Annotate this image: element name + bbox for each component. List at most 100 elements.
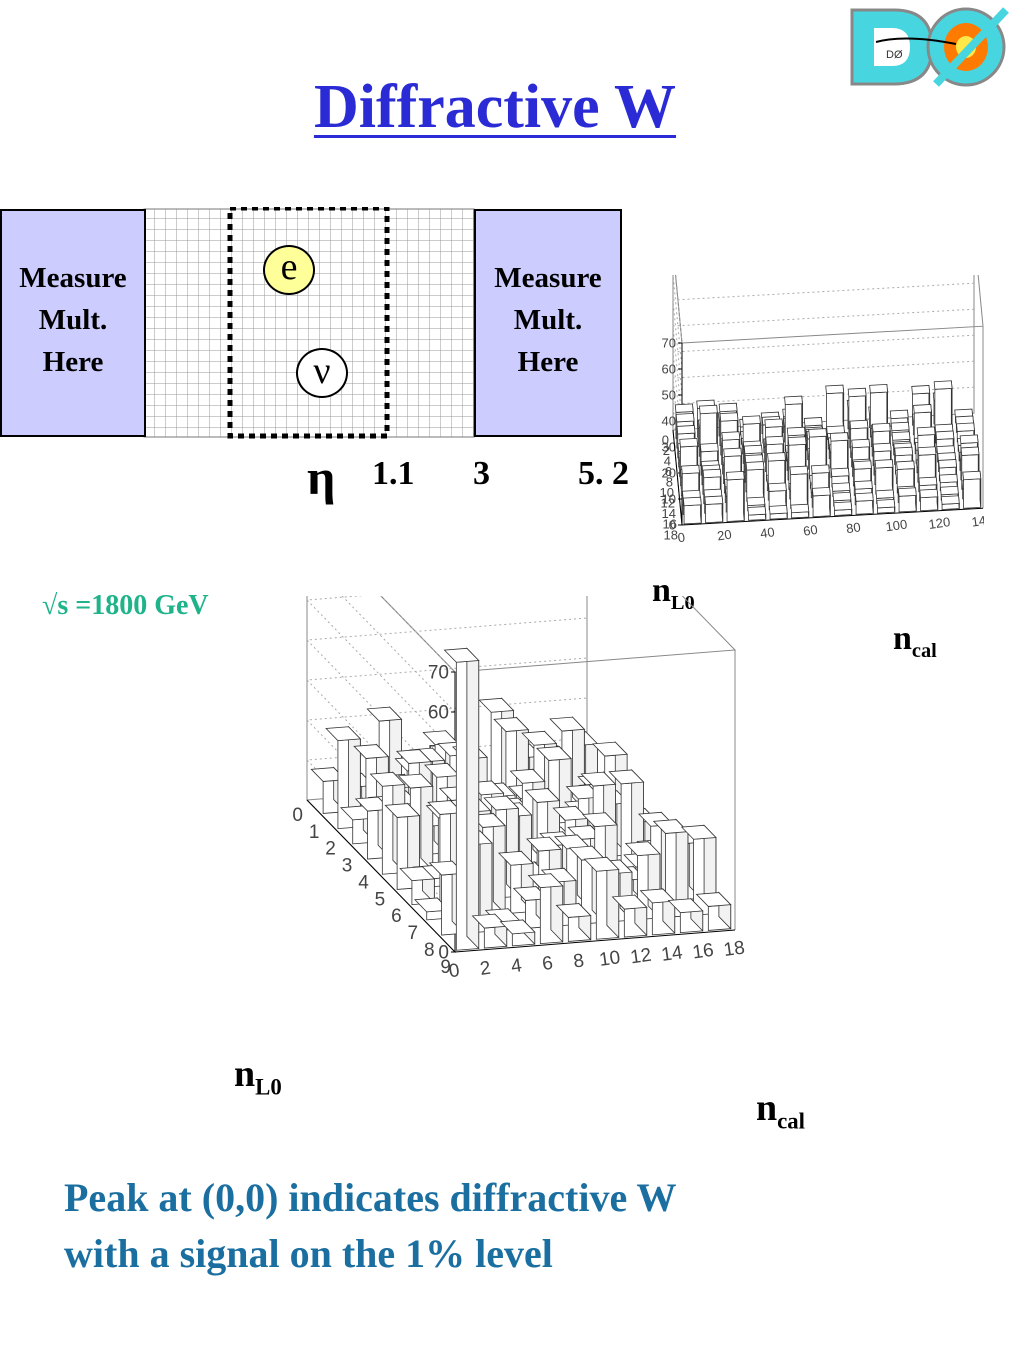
- bar: [652, 819, 689, 834]
- bar: [718, 402, 738, 413]
- bar: [397, 773, 434, 789]
- bar: [675, 412, 695, 423]
- bar: [719, 412, 739, 422]
- small-plot-x-label: ncal: [893, 620, 937, 662]
- bar: [549, 716, 586, 732]
- bar: [789, 465, 809, 476]
- bar: [933, 380, 953, 390]
- detector-diagram: Measure Mult. Here Measure Mult. Here e …: [0, 207, 622, 439]
- z-tick-label: 40: [662, 414, 676, 429]
- x-axis: [454, 929, 736, 953]
- bar: [427, 800, 464, 815]
- bar: [812, 494, 831, 518]
- bar: [521, 730, 558, 746]
- bar: [466, 647, 480, 950]
- bar: [872, 442, 892, 453]
- bar: [699, 442, 719, 453]
- bar: [682, 496, 702, 507]
- bar: [704, 495, 724, 505]
- small-plot-y-label: nL0: [652, 572, 695, 614]
- bar: [369, 771, 406, 787]
- bar: [726, 478, 745, 522]
- bar: [767, 452, 786, 462]
- bar: [443, 647, 480, 663]
- bar: [497, 850, 535, 866]
- bar: [583, 856, 620, 872]
- y-tick-label: 4: [664, 453, 671, 468]
- x-tick-label: 18: [722, 937, 746, 961]
- bar: [894, 446, 914, 457]
- z-tick-label: 20: [662, 466, 676, 481]
- z-tick-label: 0: [669, 518, 676, 533]
- bar: [524, 788, 561, 803]
- z-tick-label: 60: [662, 362, 676, 377]
- bar: [325, 726, 362, 742]
- bar: [483, 795, 520, 811]
- caption: Peak at (0,0) indicates diffractive W wi…: [64, 1170, 964, 1282]
- y-axis: [672, 429, 683, 526]
- bar: [525, 836, 563, 852]
- bar: [917, 446, 937, 456]
- z-tick-label: 70: [662, 336, 676, 351]
- eta-symbol: η: [307, 449, 336, 505]
- y-tick-label: 0: [662, 432, 669, 447]
- bar: [399, 866, 436, 882]
- y-tick-label: 0: [292, 805, 303, 826]
- caption-line-1: Peak at (0,0) indicates diffractive W: [64, 1175, 677, 1220]
- large-plot-y-label: nL0: [234, 1053, 282, 1100]
- bar: [764, 418, 784, 428]
- bar: [784, 395, 803, 406]
- sqrt-s-label: √s =1800 GeV: [42, 590, 209, 621]
- z-tick-label: 0: [438, 943, 449, 964]
- bar: [471, 913, 508, 929]
- eta-value-3: 5. 2: [578, 455, 629, 492]
- bar: [960, 446, 980, 456]
- bar: [787, 436, 807, 446]
- bar: [695, 892, 732, 907]
- gridline: [305, 577, 588, 753]
- bar: [913, 404, 932, 414]
- bar: [940, 495, 960, 505]
- bar: [493, 717, 530, 732]
- bar: [833, 501, 853, 511]
- bar: [831, 482, 851, 492]
- bar: [790, 473, 809, 509]
- x-tick-label: 14: [660, 942, 684, 966]
- bar: [920, 496, 939, 512]
- bar: [395, 749, 433, 764]
- bar: [876, 498, 896, 509]
- bar: [889, 409, 909, 420]
- bar: [890, 421, 910, 432]
- y-tick-label: 5: [375, 889, 386, 910]
- bar: [366, 706, 403, 722]
- bar: [683, 504, 702, 525]
- bar: [811, 464, 830, 474]
- bar: [898, 494, 917, 513]
- x-tick-label: 8: [572, 950, 585, 972]
- bar: [855, 499, 874, 515]
- bar: [935, 430, 955, 440]
- bar: [492, 812, 506, 915]
- bar: [939, 473, 958, 484]
- z-tick-label: 50: [662, 388, 676, 403]
- x-tick-label: 120: [928, 514, 952, 532]
- gridline: [672, 282, 975, 396]
- y-tick-label: 18: [664, 527, 678, 542]
- bar: [747, 506, 767, 516]
- gridline: [305, 497, 588, 673]
- right-measure-label: Measure Mult. Here: [494, 262, 602, 378]
- d0-logo: DØ: [846, 4, 1018, 90]
- y-tick-label: 4: [358, 872, 369, 893]
- bar: [875, 489, 895, 499]
- bar: [746, 496, 766, 507]
- bar: [916, 426, 936, 436]
- top-frame: [305, 497, 737, 673]
- bar: [854, 492, 874, 502]
- gridline: [672, 256, 975, 370]
- x-tick-label: 10: [598, 947, 622, 971]
- bar: [555, 903, 592, 918]
- bar: [869, 383, 888, 394]
- bar: [830, 467, 850, 478]
- bar: [591, 741, 629, 757]
- left-measure-box: Measure Mult. Here: [0, 209, 146, 437]
